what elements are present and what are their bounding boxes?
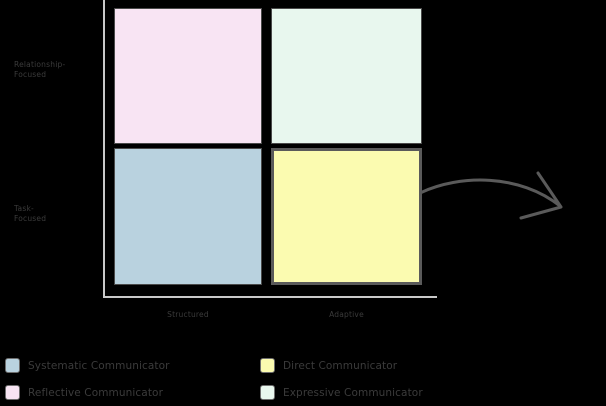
- legend-swatch-direct-icon: [260, 358, 275, 373]
- legend-item-direct-communicator[interactable]: Direct Communicator: [260, 358, 397, 373]
- quadrant-direct-communicator[interactable]: [271, 148, 422, 285]
- legend-label-reflective-communicator: Reflective Communicator: [28, 386, 163, 399]
- callout-arrow-icon: [420, 171, 563, 220]
- y-axis-label-task-focused: Task- Focused: [14, 204, 47, 223]
- quadrant-reflective-communicator[interactable]: [114, 8, 262, 144]
- legend-item-systematic-communicator[interactable]: Systematic Communicator: [5, 358, 170, 373]
- legend-label-direct-communicator: Direct Communicator: [283, 359, 398, 372]
- y-axis-label-relationship-focused: Relationship- Focused: [14, 60, 66, 79]
- x-axis-label-structured: Structured: [167, 310, 209, 319]
- legend-item-reflective-communicator[interactable]: Reflective Communicator: [5, 385, 163, 400]
- legend-label-systematic-communicator: Systematic Communicator: [28, 359, 170, 372]
- y-axis-line: [103, 0, 105, 298]
- quadrant-systematic-communicator[interactable]: [114, 148, 262, 285]
- legend-item-expressive-communicator[interactable]: Expressive Communicator: [260, 385, 423, 400]
- x-axis-label-adaptive: Adaptive: [329, 310, 364, 319]
- legend-swatch-systematic-icon: [5, 358, 20, 373]
- quadrant-expressive-communicator[interactable]: [271, 8, 422, 144]
- legend-label-expressive-communicator: Expressive Communicator: [283, 386, 423, 399]
- legend-swatch-reflective-icon: [5, 385, 20, 400]
- x-axis-line: [103, 296, 437, 298]
- legend-swatch-expressive-icon: [260, 385, 275, 400]
- legend: Systematic Communicator Reflective Commu…: [0, 352, 606, 406]
